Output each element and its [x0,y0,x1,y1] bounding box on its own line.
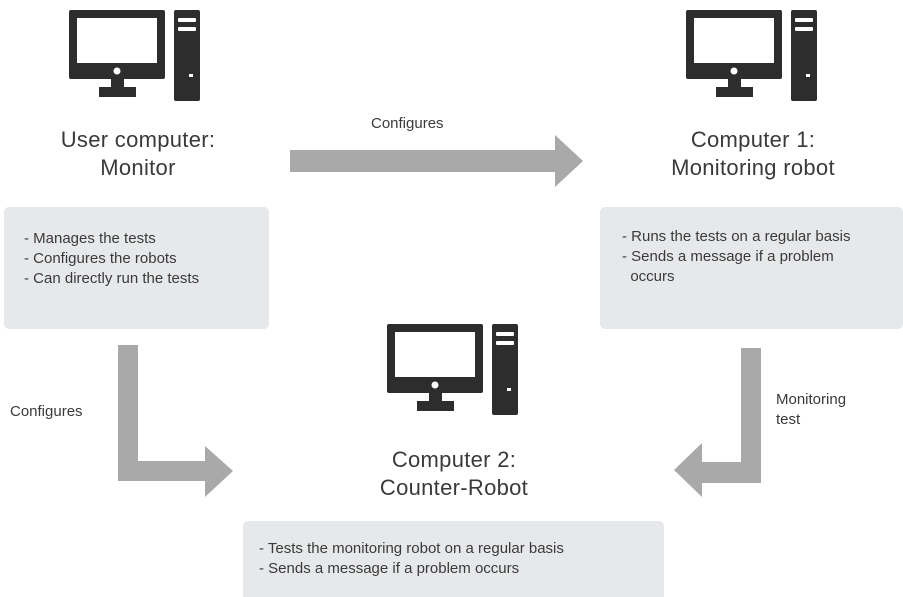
edge-label-user-to-computer1: Configures [371,115,444,132]
arrow-computer1-to-computer2 [674,348,761,497]
computer2-item: - Sends a message if a problem occurs [259,560,520,577]
user-computer-item: - Can directly run the tests [24,270,200,287]
edge-label-user-to-computer2: Configures [10,403,83,420]
edge-label-computer1-to-computer2: Monitoring test [776,390,846,430]
user-computer-item: - Configures the robots [24,250,177,267]
computer1-title: Computer 1: Monitoring robot [635,126,871,182]
arrow-user-to-computer2 [118,345,233,497]
computer1-item: - Runs the tests on a regular basis [622,228,851,245]
computer1-description: - Runs the tests on a regular basis - Se… [600,207,903,329]
user-computer-description: - Manages the tests - Configures the rob… [4,207,269,329]
desktop-computer-icon [69,10,200,101]
computer1-item: - Sends a message if a problem [622,248,834,265]
edge-label-line2: test [776,411,801,428]
edge-label-line1: Monitoring [776,391,847,408]
desktop-computer-icon [686,10,817,101]
computer2-item: - Tests the monitoring robot on a regula… [259,540,564,557]
desktop-computer-icon [387,324,518,415]
user-computer-title-line1: User computer: [60,127,216,152]
computer2-title: Computer 2: Counter-Robot [336,446,572,502]
computer2-title-line1: Computer 2: [391,447,517,472]
computer2-title-line2: Counter-Robot [379,475,529,500]
user-computer-item: - Manages the tests [24,230,156,247]
computer1-title-line2: Monitoring robot [671,155,835,180]
computer2-description: - Tests the monitoring robot on a regula… [243,521,664,597]
user-computer-title: User computer: Monitor [20,126,256,182]
user-computer-title-line2: Monitor [100,155,176,180]
computer1-item: occurs [622,268,675,285]
arrow-user-to-computer1 [290,135,583,187]
computer1-title-line1: Computer 1: [690,127,816,152]
